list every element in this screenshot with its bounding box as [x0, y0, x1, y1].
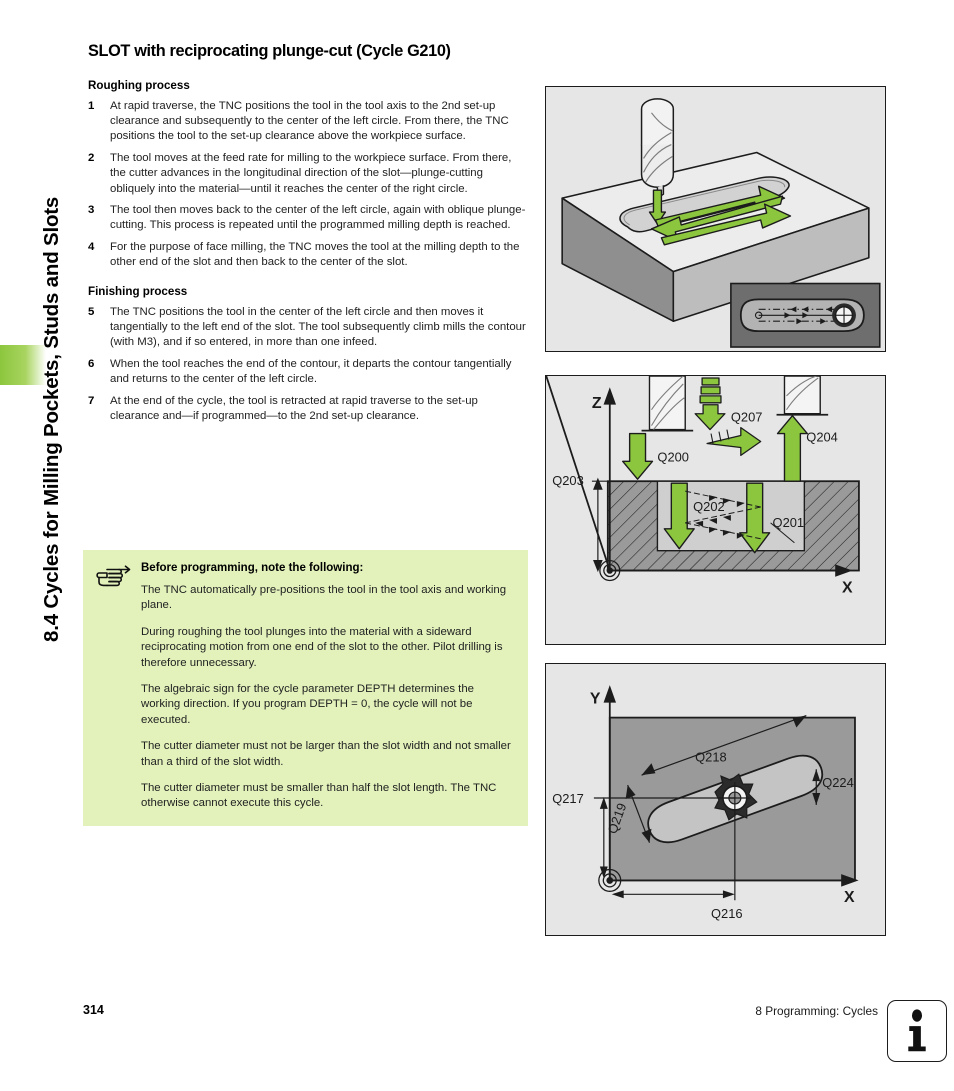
zx-section-figure: Z X Q203 [545, 375, 886, 645]
note-paragraph: The TNC automatically pre-positions the … [141, 584, 507, 612]
axis-label-z: Z [592, 395, 602, 412]
dimension-label-q207: Q207 [731, 410, 763, 425]
note-paragraph: The cutter diameter must not be larger t… [141, 740, 511, 768]
list-item: 6 When the tool reaches the end of the c… [88, 357, 528, 388]
dimension-label-q202: Q202 [693, 499, 725, 514]
step-number: 2 [88, 151, 95, 164]
dimension-label-q217: Q217 [552, 791, 584, 806]
dimension-label-q218: Q218 [695, 749, 727, 764]
before-programming-note: Before programming, note the following: … [83, 550, 528, 826]
step-number: 7 [88, 394, 95, 407]
step-number: 4 [88, 240, 95, 253]
chapter-tab-marker [0, 345, 46, 385]
step-text: At rapid traverse, the TNC positions the… [110, 99, 509, 143]
footer-chapter-label: 8 Programming: Cycles [755, 1004, 878, 1018]
note-title: Before programming, note the following: [141, 562, 364, 574]
step-text: The TNC positions the tool in the center… [110, 305, 526, 349]
chapter-sidebar: 8.4 Cycles for Milling Pockets, Studs an… [0, 0, 78, 1091]
axis-label-x: X [842, 579, 853, 596]
page-footer: 314 8 Programming: Cycles [0, 1000, 954, 1040]
step-number: 1 [88, 99, 95, 112]
dimension-label-q200: Q200 [657, 449, 689, 464]
step-number: 6 [88, 357, 95, 370]
pointing-hand-icon [95, 564, 133, 592]
finishing-heading: Finishing process [88, 284, 188, 298]
dimension-label-q203: Q203 [552, 473, 584, 488]
roughing-step-list: 1 At rapid traverse, the TNC positions t… [88, 99, 528, 271]
isometric-slot-milling-figure [545, 86, 886, 352]
finishing-step-list: 5 The TNC positions the tool in the cent… [88, 305, 528, 425]
note-paragraph: During roughing the tool plunges into th… [141, 625, 503, 669]
step-text: The tool moves at the feed rate for mill… [110, 151, 512, 195]
step-number: 3 [88, 203, 95, 216]
step-text: For the purpose of face milling, the TNC… [110, 240, 520, 269]
axis-label-x: X [844, 889, 855, 906]
note-paragraph: The cutter diameter must be smaller than… [141, 782, 497, 810]
dimension-label-q224: Q224 [822, 775, 854, 790]
list-item: 4 For the purpose of face milling, the T… [88, 240, 528, 271]
page-title: SLOT with reciprocating plunge-cut (Cycl… [88, 42, 451, 60]
list-item: 5 The TNC positions the tool in the cent… [88, 305, 528, 351]
axis-label-y: Y [590, 691, 601, 708]
step-text: The tool then moves back to the center o… [110, 203, 526, 232]
note-paragraph: The algebraic sign for the cycle paramet… [141, 683, 475, 726]
xy-top-view-figure: Y X Q218 [545, 663, 886, 936]
chapter-title: 8.4 Cycles for Milling Pockets, Studs an… [40, 196, 63, 642]
dimension-label-q204: Q204 [806, 430, 838, 445]
roughing-heading: Roughing process [88, 78, 190, 92]
page-number: 314 [83, 1003, 104, 1017]
info-icon[interactable] [887, 1000, 947, 1062]
list-item: 7 At the end of the cycle, the tool is r… [88, 394, 528, 425]
list-item: 2 The tool moves at the feed rate for mi… [88, 151, 528, 197]
step-text: When the tool reaches the end of the con… [110, 357, 512, 386]
dimension-label-q201: Q201 [773, 515, 805, 530]
step-number: 5 [88, 305, 95, 318]
list-item: 3 The tool then moves back to the center… [88, 203, 528, 234]
main-text-column: SLOT with reciprocating plunge-cut (Cycl… [88, 42, 528, 438]
dimension-label-q216: Q216 [711, 906, 743, 921]
list-item: 1 At rapid traverse, the TNC positions t… [88, 99, 528, 145]
step-text: At the end of the cycle, the tool is ret… [110, 394, 478, 423]
